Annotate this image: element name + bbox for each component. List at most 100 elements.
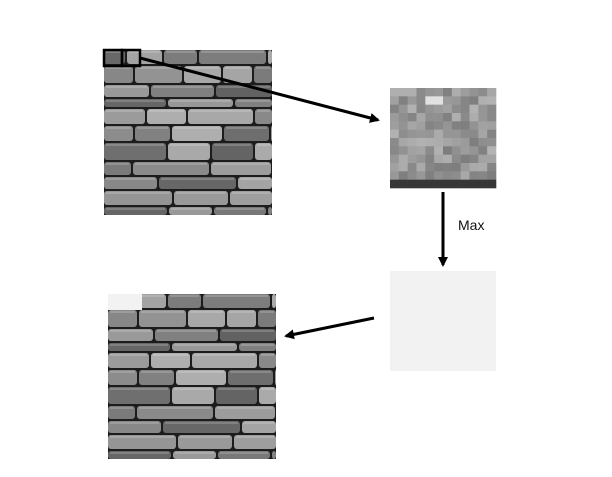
patch-pixel: [487, 113, 497, 122]
source-stone: [147, 109, 186, 124]
source-stone: [188, 109, 253, 124]
patch-pixel: [451, 179, 461, 189]
source-stone: [104, 85, 149, 97]
patch-pixel: [416, 179, 426, 189]
patch-pixel: [469, 113, 479, 122]
output-stone: [178, 435, 232, 449]
patch-pixel: [398, 171, 408, 180]
output-stone-highlight: [230, 371, 271, 373]
source-stone: [235, 99, 272, 107]
patch-pixel: [398, 179, 408, 189]
patch-pixel: [443, 171, 453, 180]
patch-pixel: [469, 138, 479, 147]
patch-pixel: [443, 113, 453, 122]
patch-pixel: [398, 138, 408, 147]
patch-pixel: [460, 171, 470, 180]
patch-pixel: [407, 121, 417, 130]
patch-pixel: [434, 121, 444, 130]
source-stone-highlight: [106, 208, 165, 210]
source-stone-highlight: [106, 178, 155, 180]
output-stone: [168, 294, 201, 308]
patch-pixel: [425, 113, 435, 122]
source-stone-highlight: [129, 51, 160, 53]
patch-pixel: [469, 163, 479, 172]
source-stone: [255, 143, 272, 160]
patch-pixel: [416, 171, 426, 180]
source-stone: [104, 66, 133, 83]
patch-pixel: [443, 129, 453, 139]
output-stone-highlight: [236, 436, 274, 438]
output-stone-highlight: [244, 422, 274, 424]
source-stone: [135, 126, 170, 141]
patch-pixel: [460, 138, 470, 147]
patch-pixel: [460, 146, 470, 155]
source-stone-highlight: [106, 51, 123, 53]
source-stone-highlight: [176, 192, 226, 194]
patch-pixel: [425, 129, 435, 139]
source-stone: [268, 50, 272, 64]
output-stone: [108, 343, 170, 351]
patch-pixel: [443, 121, 453, 130]
patch-pixel: [478, 104, 488, 114]
patch-pixel: [487, 129, 497, 139]
source-stone: [151, 85, 214, 97]
patch-pixel: [469, 104, 479, 114]
patch-pixel: [390, 129, 400, 139]
patch-pixel: [434, 154, 444, 164]
source-texture-image: [104, 50, 272, 215]
pixelated-patch: [390, 88, 497, 189]
output-stone-highlight: [260, 311, 274, 313]
patch-pixel: [407, 146, 417, 155]
patch-pixel: [434, 171, 444, 180]
patch-pixel: [390, 154, 400, 164]
source-stone-highlight: [106, 86, 147, 88]
patch-pixel: [398, 121, 408, 130]
source-stone-highlight: [166, 51, 195, 53]
patch-pixel: [443, 96, 453, 105]
patch-pixel: [487, 88, 497, 97]
source-stone-highlight: [171, 208, 210, 210]
output-stone-highlight: [110, 407, 133, 409]
source-stone-highlight: [257, 144, 270, 146]
patch-pixel: [416, 88, 426, 97]
source-stone-highlight: [218, 86, 270, 88]
source-stone: [255, 109, 272, 124]
source-stone-highlight: [149, 110, 184, 112]
max-label: Max: [458, 217, 484, 233]
output-texture-image: [108, 294, 276, 459]
patch-pixel: [460, 179, 470, 189]
patch-pixel: [390, 96, 400, 105]
output-stone: [108, 353, 149, 368]
patch-pixel: [398, 129, 408, 139]
output-stone: [220, 329, 276, 341]
source-stone-highlight: [190, 110, 251, 112]
output-stone-highlight: [110, 330, 151, 332]
patch-pixel: [443, 146, 453, 155]
output-stone: [242, 421, 276, 433]
output-stone-highlight: [110, 452, 169, 454]
output-stone-highlight: [157, 330, 216, 332]
source-stone-highlight: [161, 178, 234, 180]
source-stone: [168, 143, 210, 160]
patch-pixel: [469, 88, 479, 97]
patch-pixel: [425, 146, 435, 155]
patch-pixel: [425, 171, 435, 180]
patch-pixel: [487, 121, 497, 130]
output-stone-highlight: [110, 422, 159, 424]
output-max-patch: [108, 294, 142, 310]
output-stone: [137, 406, 213, 419]
source-stone-highlight: [137, 127, 168, 129]
output-stone: [203, 294, 270, 308]
patch-pixel: [478, 138, 488, 147]
patch-pixel: [478, 163, 488, 172]
output-stone-highlight: [165, 422, 238, 424]
patch-pixel: [434, 88, 444, 97]
output-stone: [163, 421, 240, 433]
patch-pixel: [407, 163, 417, 172]
source-stone: [238, 177, 272, 189]
output-stone-highlight: [133, 295, 164, 297]
source-stone-highlight: [106, 100, 164, 102]
source-stone: [224, 126, 269, 141]
source-stone-highlight: [213, 163, 269, 165]
output-stone-highlight: [110, 436, 174, 438]
